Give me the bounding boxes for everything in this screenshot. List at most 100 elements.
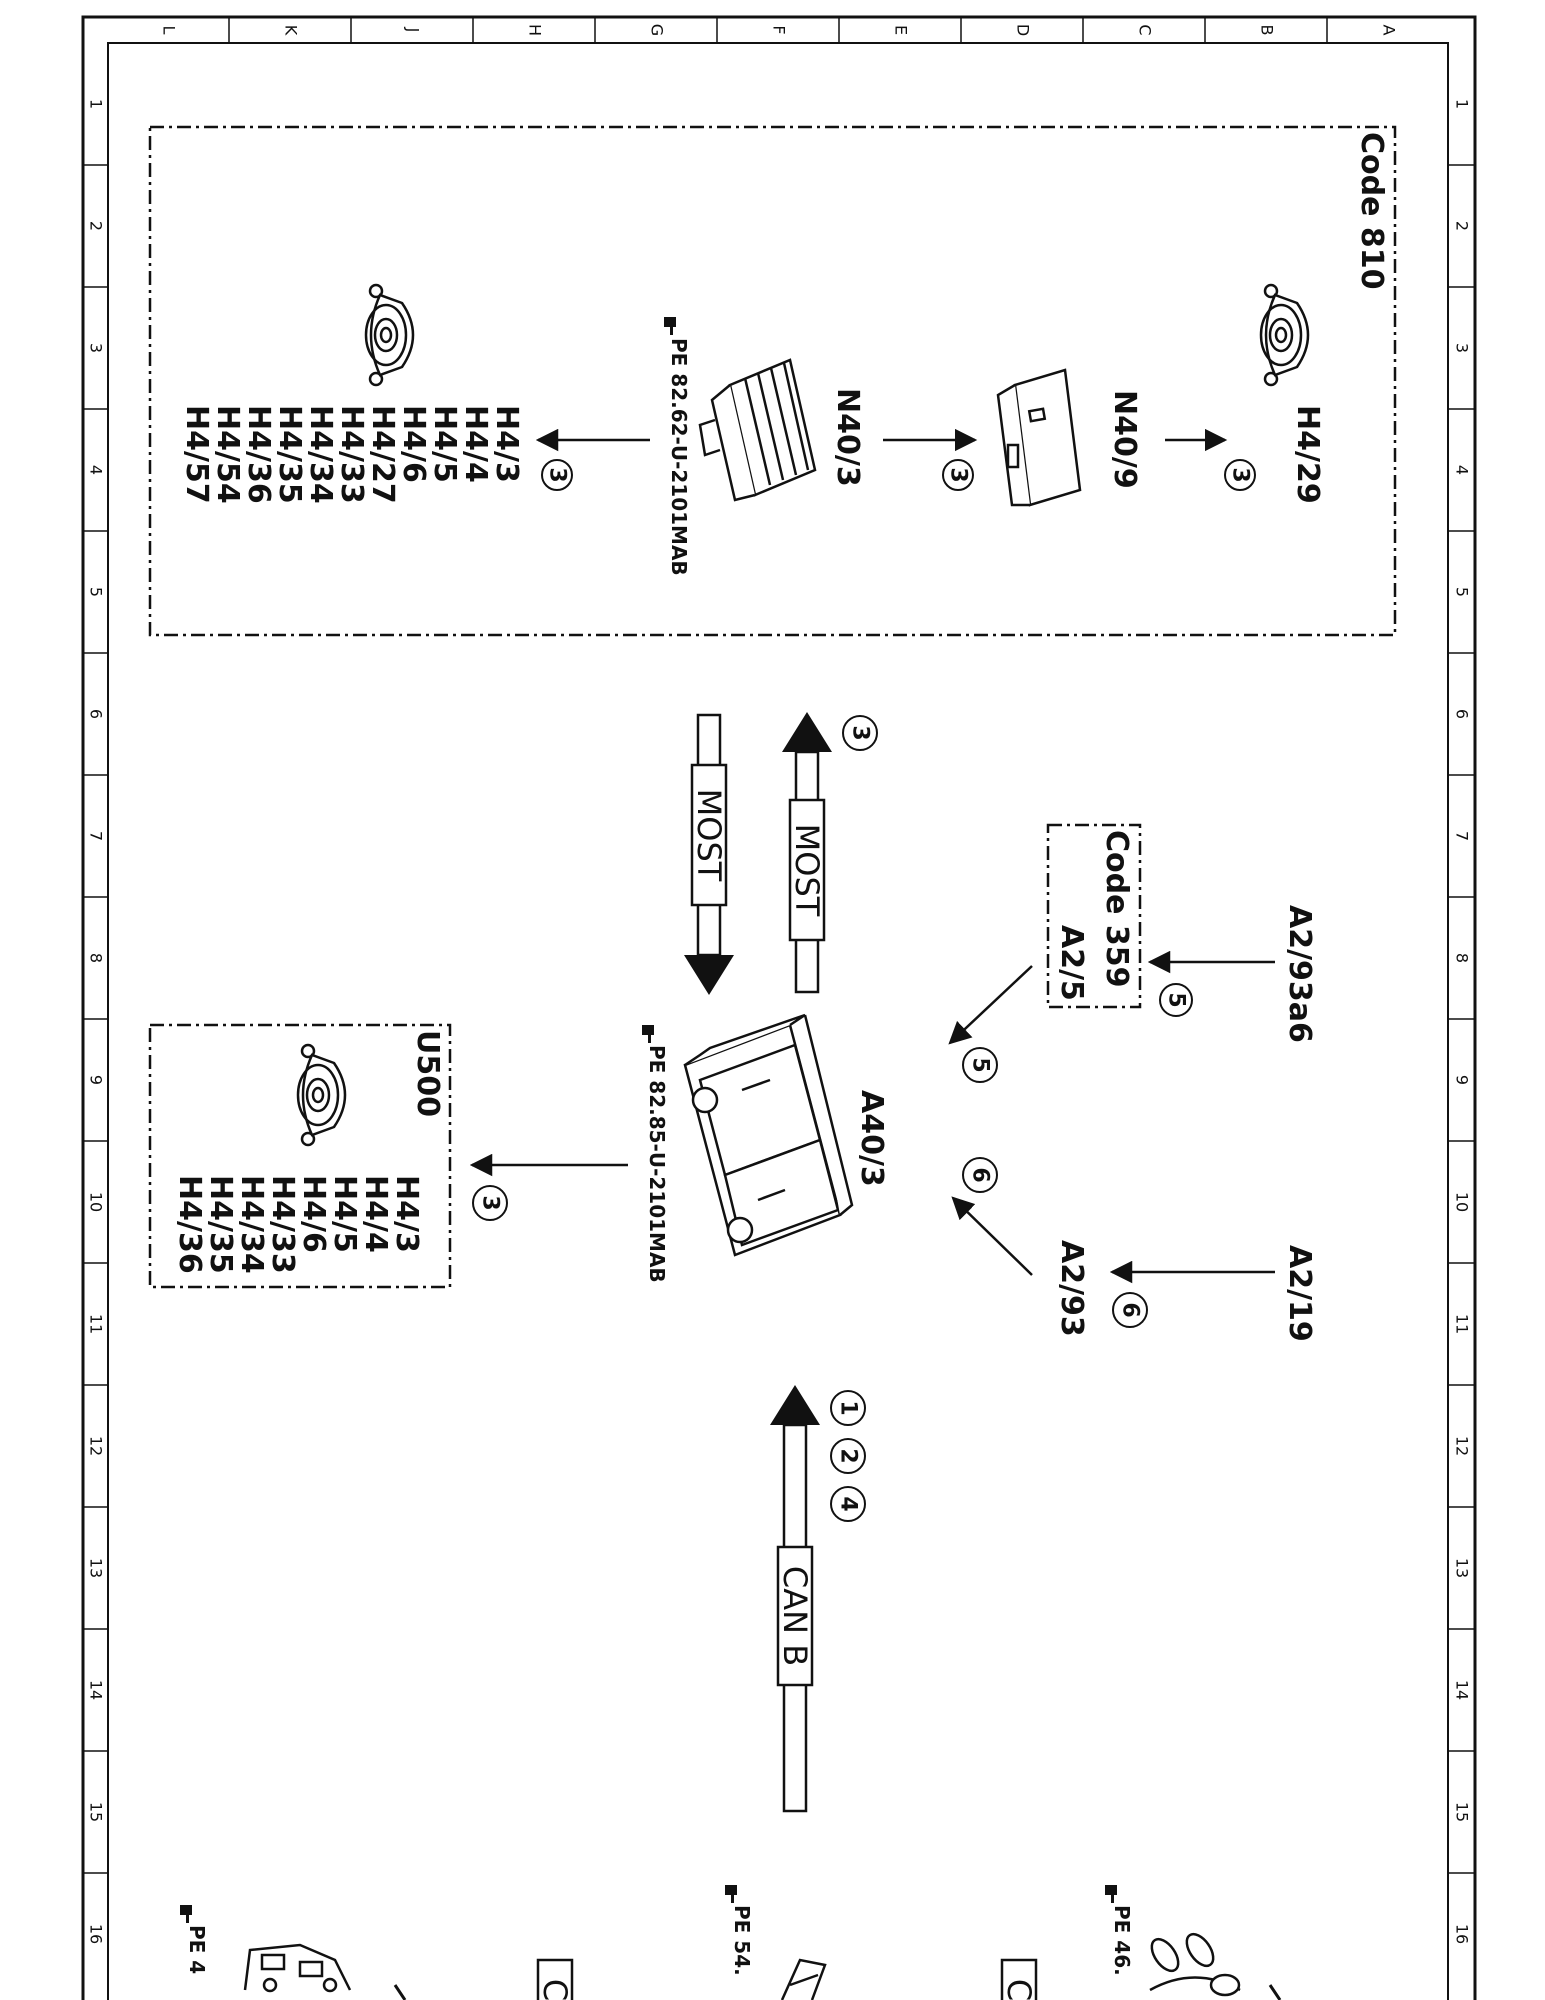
speaker-label: H4/3	[489, 405, 524, 483]
row-label-right: 14	[1453, 1680, 1472, 1700]
row-label-right: 11	[1453, 1314, 1472, 1334]
badge-5-a2-5: 5	[962, 1047, 998, 1083]
row-label-left: 7	[87, 831, 106, 841]
badge-text: 6	[1118, 1302, 1143, 1317]
column-label: A	[1380, 25, 1399, 36]
row-label-left: 6	[87, 709, 106, 719]
pe-bottom-left: PE 4	[185, 1925, 209, 1974]
speaker-label: H4/5	[427, 405, 462, 483]
a2-93a6-label: A2/93a6	[1282, 905, 1317, 1043]
column-label: D	[1014, 24, 1033, 36]
column-label: E	[892, 25, 911, 35]
speaker-label: H4/6	[396, 405, 431, 483]
hand-pointer-icon	[1105, 1885, 1117, 1903]
row-label-right: 4	[1453, 465, 1472, 475]
can-b-label: CAN B	[776, 1566, 814, 1666]
row-label-right: 1	[1453, 99, 1472, 109]
column-ticks	[228, 17, 1328, 43]
column-label: G	[648, 24, 667, 36]
module-n40-9-icon	[996, 368, 1082, 507]
pe-82-85-reference: PE 82.85-U-2101MAB	[645, 1045, 669, 1283]
most-label-upper: MOST	[788, 824, 826, 917]
row-label-right: 5	[1453, 587, 1472, 597]
badge-text: 3	[478, 1195, 503, 1210]
speaker-label: H4/35	[272, 405, 307, 504]
speaker-label: H4/27	[365, 405, 400, 504]
hand-pointer-icon	[642, 1025, 654, 1043]
u500-box	[148, 1023, 452, 1289]
n40-9-label: N40/9	[1107, 390, 1142, 489]
column-label: J	[404, 27, 423, 33]
row-label-right: 6	[1453, 709, 1472, 719]
hand-pointer-icon	[180, 1905, 192, 1923]
row-label-right: 8	[1453, 953, 1472, 963]
speaker-label: H4/33	[265, 1175, 300, 1274]
pe-bottom-right: PE 46.	[1110, 1905, 1134, 1976]
module-bottom-icon	[780, 1958, 827, 2000]
connector-module-icon	[243, 1943, 352, 1993]
speaker-label: H4/3	[389, 1175, 424, 1253]
can-box-right: C	[1000, 1979, 1038, 2000]
speaker-list-u500: H4/3 H4/4 H4/5 H4/6 H4/33 H4/34 H4/35 H4…	[172, 1175, 424, 1274]
speaker-group-icon	[364, 283, 415, 387]
speaker-label: H4/4	[458, 405, 493, 483]
speaker-label: H4/6	[296, 1175, 331, 1253]
bottom-right-component: C PE 46.	[1000, 1885, 1282, 2000]
column-labels: L K J H G F E D C B A	[160, 24, 1399, 36]
speaker-label: H4/57	[179, 405, 214, 504]
row-label-left: 13	[87, 1558, 106, 1578]
row-label-right: 16	[1453, 1924, 1472, 1944]
row-label-left: 11	[87, 1314, 106, 1334]
speaker-label: H4/33	[334, 405, 369, 504]
row-label-left: 16	[87, 1924, 106, 1944]
column-label: K	[282, 25, 301, 36]
speaker-label: H4/34	[303, 405, 338, 504]
arrow-a2-5-to-a40-3	[948, 965, 1033, 1045]
speaker-label: H4/36	[241, 405, 276, 504]
badge-text: 3	[1228, 467, 1253, 482]
can-b-bus: CAN B	[770, 1385, 820, 1813]
row-label-left: 15	[87, 1802, 106, 1822]
bottom-middle-component: C PE 54.	[536, 1885, 827, 2000]
badge-text: 3	[946, 467, 971, 482]
badge-6-a2-93: 6	[962, 1157, 998, 1193]
badge-3-n40-9: 3	[942, 459, 974, 491]
a2-93-label: A2/93	[1054, 1240, 1089, 1337]
drawing-frame	[81, 15, 1477, 2000]
row-label-left: 5	[87, 587, 106, 597]
a2-19-label: A2/19	[1282, 1245, 1317, 1342]
row-label-left: 4	[87, 465, 106, 475]
row-label-right: 9	[1453, 1075, 1472, 1085]
row-label-right: 15	[1453, 1802, 1472, 1822]
badge-3-most: 3	[842, 715, 878, 751]
row-label-left: 1	[87, 99, 106, 109]
row-labels: 1 2 3 4 5 6 7 8 9 10 11 12 13 14 15 16 1…	[87, 99, 1472, 1944]
column-label: B	[1258, 25, 1277, 36]
u500-title: U500	[410, 1030, 445, 1117]
badge-text: 3	[545, 467, 570, 482]
most-label-lower: MOST	[690, 789, 728, 882]
speaker-label: H4/4	[358, 1175, 393, 1253]
row-label-right: 13	[1453, 1558, 1472, 1578]
row-label-left: 14	[87, 1680, 106, 1700]
pe-82-62-reference: PE 82.62-U-2101MAB	[667, 338, 691, 576]
badge-text: 4	[836, 1496, 861, 1511]
badge-3-speakers: 3	[541, 459, 573, 491]
head-unit-a40-3-icon	[683, 1013, 854, 1257]
a2-5-label: A2/5	[1054, 925, 1089, 1001]
speaker-h4-29-icon	[1259, 283, 1310, 387]
row-label-left: 3	[87, 343, 106, 353]
hand-pointer-icon	[664, 317, 676, 335]
badge-6-a2-19: 6	[1112, 1292, 1148, 1328]
amplifier-n40-3-icon	[698, 358, 817, 502]
badge-3-u500: 3	[472, 1185, 508, 1221]
speaker-label: H4/5	[327, 1175, 362, 1253]
badge-text: 5	[1164, 992, 1189, 1007]
speaker-u500-icon	[296, 1043, 347, 1147]
can-box-left: C	[536, 1979, 574, 2000]
row-label-left: 9	[87, 1075, 106, 1085]
badge-5-a2-93a6: 5	[1159, 983, 1193, 1017]
row-label-right: 2	[1453, 221, 1472, 231]
cut-off-label-mark	[393, 1984, 407, 2000]
